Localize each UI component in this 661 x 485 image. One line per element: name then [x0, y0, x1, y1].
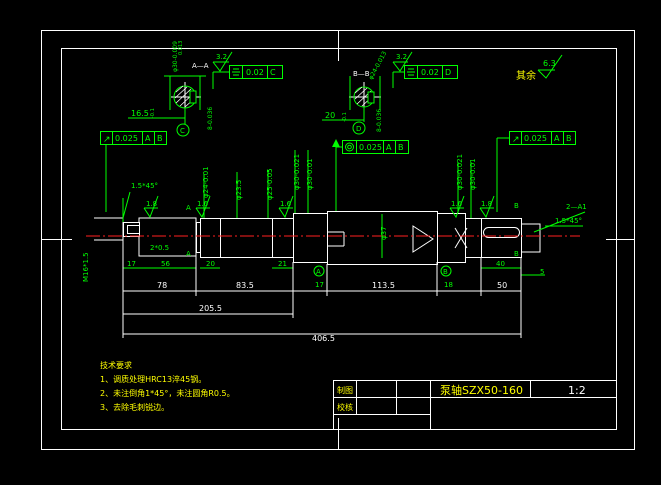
diameter-dims: [122, 150, 472, 258]
svg-text:A: A: [186, 204, 191, 212]
section-b-view: φ24-0.013 B—B 3.2 0.02 D 20 -0.1 8-0.036…: [322, 50, 458, 135]
svg-text:φ23.5: φ23.5: [235, 180, 243, 200]
svg-text:制图: 制图: [337, 385, 353, 395]
datum-marks: A A B B A B: [186, 202, 519, 277]
svg-text:0.02: 0.02: [421, 68, 439, 77]
svg-text:18: 18: [444, 281, 453, 289]
svg-text:0.025: 0.025: [359, 143, 382, 152]
chain-dims: 78 83.5 113.5 50 205.5 406.5: [123, 281, 521, 343]
general-roughness: 其余 6.3: [516, 54, 563, 82]
svg-text:A: A: [554, 134, 560, 143]
svg-text:-0.1: -0.1: [342, 112, 348, 122]
svg-text:校核: 校核: [337, 402, 353, 412]
svg-text:406.5: 406.5: [312, 334, 335, 343]
svg-text:17: 17: [315, 281, 324, 289]
runout-frame-left: ↗ 0.025 A B: [100, 131, 167, 212]
svg-text:C: C: [180, 127, 185, 135]
runout-frame-right: ↗ 0.025 A B: [496, 131, 576, 212]
svg-text:113.5: 113.5: [372, 281, 395, 290]
svg-text:φ30-0.01: φ30-0.01: [306, 158, 314, 190]
svg-text:B: B: [157, 134, 163, 143]
svg-text:φ30-0.009: φ30-0.009: [172, 41, 179, 72]
svg-text:1.8: 1.8: [481, 200, 492, 208]
technical-notes: 技术要求 1、调质处理HRC13淬45钢。 2、未注倒角1*45°，未注圆角R0…: [100, 360, 235, 412]
svg-text:5: 5: [540, 268, 544, 276]
svg-text:B: B: [566, 134, 572, 143]
svg-text:83.5: 83.5: [236, 281, 254, 290]
svg-text:6.3: 6.3: [543, 59, 556, 68]
svg-text:B: B: [443, 268, 448, 276]
svg-text:20: 20: [325, 111, 335, 120]
svg-text:φ25-0.05: φ25-0.05: [266, 168, 274, 200]
svg-text:1:2: 1:2: [568, 384, 586, 397]
svg-text:A: A: [186, 250, 191, 258]
svg-text:1.5*45°: 1.5*45°: [131, 182, 158, 190]
runout-frame-middle: 0.025 A B: [332, 139, 409, 212]
svg-text:技术要求: 技术要求: [100, 360, 132, 370]
small-dims: 17 56 20 21 17 18 40 5: [123, 260, 545, 289]
svg-text:其余: 其余: [516, 69, 536, 82]
svg-text:φ30-0.021: φ30-0.021: [293, 154, 301, 190]
svg-text:D: D: [356, 125, 361, 133]
svg-text:2、未注倒角1*45°，未注圆角R0.5。: 2、未注倒角1*45°，未注圆角R0.5。: [100, 388, 235, 398]
svg-text:3.2: 3.2: [216, 53, 227, 61]
svg-text:78: 78: [157, 281, 167, 290]
svg-text:A: A: [386, 143, 392, 152]
svg-text:M16*1.5: M16*1.5: [82, 252, 90, 282]
chamfer-callouts: 1.5*45° 1.5*45° 2—A1 2*0.5: [122, 182, 587, 252]
svg-text:泵轴SZX50-160: 泵轴SZX50-160: [440, 383, 523, 397]
svg-text:205.5: 205.5: [199, 304, 222, 313]
svg-text:B: B: [514, 250, 519, 258]
svg-text:3.2: 3.2: [396, 53, 407, 61]
svg-text:2—A1: 2—A1: [566, 203, 587, 211]
svg-text:A: A: [316, 268, 321, 276]
section-a-view: φ30-0.009 0.013 A—A 3.2 0.02 C 16.5 -0.1…: [128, 41, 283, 137]
svg-text:0.013: 0.013: [178, 41, 184, 55]
svg-text:21: 21: [278, 260, 287, 268]
centering-marks: [41, 30, 635, 450]
drawing-frame: [61, 48, 617, 430]
svg-text:16.5: 16.5: [131, 109, 149, 118]
svg-text:A—A: A—A: [192, 62, 209, 70]
svg-text:1.5*45°: 1.5*45°: [555, 217, 582, 225]
svg-text:D: D: [445, 68, 451, 77]
shaft-roughness: 1.8 1.6 1.6 1.6 1.8: [143, 195, 495, 219]
svg-text:C: C: [270, 68, 276, 77]
diameter-labels: φ24-0.01 φ23.5 φ25-0.05 φ30-0.021 φ30-0.…: [82, 154, 477, 282]
svg-text:8-0.036: 8-0.036: [207, 107, 214, 130]
svg-text:17: 17: [127, 260, 136, 268]
svg-text:1.6: 1.6: [280, 200, 292, 208]
svg-text:1.6: 1.6: [197, 200, 209, 208]
svg-text:B: B: [514, 202, 519, 210]
svg-text:B—B: B—B: [353, 70, 370, 78]
svg-text:1.8: 1.8: [146, 200, 157, 208]
svg-text:A: A: [145, 134, 151, 143]
svg-text:B: B: [398, 143, 404, 152]
svg-text:↗: ↗: [512, 135, 520, 145]
svg-text:20: 20: [206, 260, 215, 268]
svg-text:40: 40: [496, 260, 505, 268]
svg-text:φ37: φ37: [380, 226, 388, 240]
svg-text:φ24-0.01: φ24-0.01: [202, 166, 210, 198]
svg-text:0.025: 0.025: [524, 134, 547, 143]
svg-text:↗: ↗: [103, 135, 111, 145]
svg-text:8-0.036: 8-0.036: [376, 109, 383, 132]
svg-text:1、调质处理HRC13淬45钢。: 1、调质处理HRC13淬45钢。: [100, 374, 206, 384]
svg-text:0.02: 0.02: [246, 68, 264, 77]
svg-text:-0.1: -0.1: [150, 108, 156, 118]
shaft-outline: [94, 211, 541, 265]
svg-text:3、去除毛刺锐边。: 3、去除毛刺锐边。: [100, 402, 169, 412]
title-block: 制图 校核 泵轴SZX50-160 1:2: [333, 380, 617, 430]
svg-text:φ30-0.01: φ30-0.01: [469, 158, 477, 190]
svg-text:1.6: 1.6: [451, 200, 463, 208]
svg-text:2*0.5: 2*0.5: [150, 244, 169, 252]
svg-text:φ30-0.021: φ30-0.021: [456, 154, 464, 190]
svg-text:50: 50: [497, 281, 507, 290]
svg-text:56: 56: [161, 260, 170, 268]
svg-text:0.025: 0.025: [115, 134, 138, 143]
svg-text:φ24-0.013: φ24-0.013: [368, 50, 389, 81]
extension-lines: [122, 240, 522, 338]
